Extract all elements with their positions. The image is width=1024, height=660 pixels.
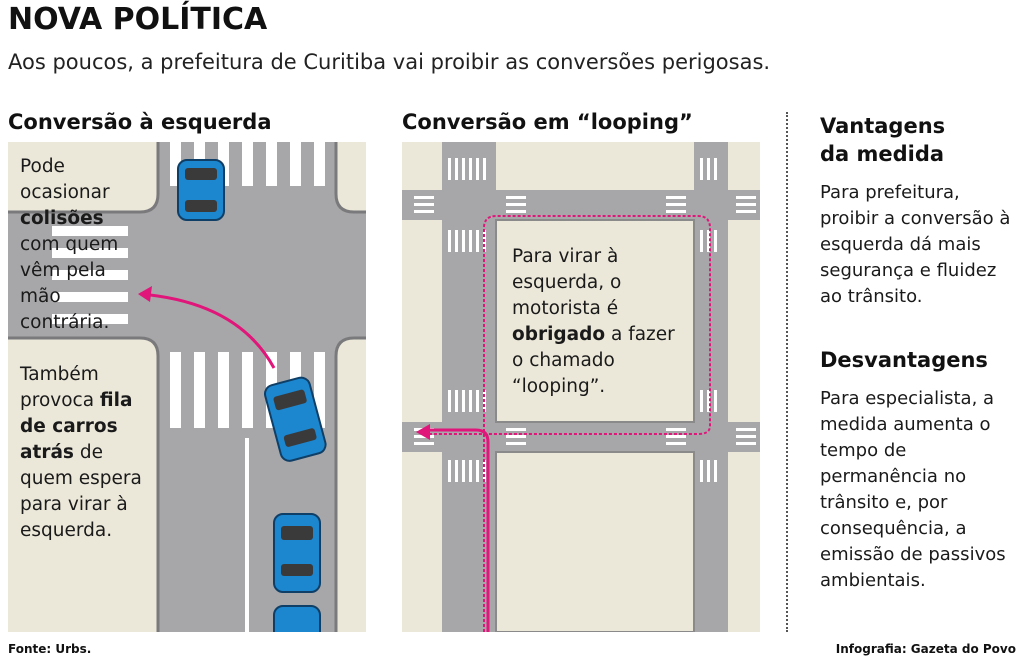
lower-block	[495, 451, 695, 632]
advantages-title-line2: da medida	[820, 142, 945, 166]
looping-panel-title: Conversão em “looping”	[402, 110, 693, 134]
road-horizontal-top	[402, 190, 760, 220]
disadvantages-title: Desvantagens	[820, 346, 1020, 374]
car-icon	[273, 605, 321, 632]
page-title: NOVA POLÍTICA	[8, 2, 268, 37]
credit-note: Infografia: Gazeta do Povo	[835, 642, 1016, 656]
lane-divider	[245, 438, 249, 632]
inner-block	[495, 219, 695, 423]
crosswalk-left	[52, 226, 128, 324]
disadvantages-text: Para especialista, a medida aumenta o te…	[820, 386, 1022, 594]
car-icon	[177, 159, 225, 221]
source-note: Fonte: Urbs.	[8, 642, 92, 656]
looping-arrowhead	[416, 424, 430, 440]
advantages-paragraph: Para prefeitura, proibir a conversão à e…	[820, 182, 1011, 307]
column-divider	[786, 112, 788, 632]
collision-note: Pode ocasionar colisões com quem vêm pel…	[20, 156, 124, 333]
road-vertical-right	[694, 142, 728, 632]
road-surface	[8, 142, 366, 632]
car-icon	[273, 513, 321, 593]
left-turn-arrowhead	[138, 286, 152, 302]
curb-top-right	[334, 142, 366, 214]
curb-bottom-right	[334, 336, 366, 632]
car-icon	[264, 376, 327, 462]
disadvantages-heading: Desvantagens	[820, 348, 988, 372]
disadvantages-paragraph: Para especialista, a medida aumenta o te…	[820, 388, 1006, 591]
left-turn-arrow	[139, 292, 276, 369]
curb-top-left	[8, 142, 160, 214]
curb-bottom-left	[8, 336, 160, 632]
looping-note: Para virar à esquerda, o motorista é obr…	[512, 246, 681, 397]
page-subtitle: Aos poucos, a prefeitura de Curitiba vai…	[8, 50, 771, 74]
looping-grid-diagram: Para virar à esquerda, o motorista é obr…	[402, 142, 760, 632]
advantages-text: Para prefeitura, proibir a conversão à e…	[820, 180, 1022, 310]
advantages-title: Vantagens da medida	[820, 112, 1020, 168]
left-turn-intersection-diagram: Pode ocasionar colisões com quem vêm pel…	[8, 142, 366, 632]
left-turn-panel-title: Conversão à esquerda	[8, 110, 272, 134]
road-horizontal-bottom	[402, 422, 760, 452]
queue-note: Também provoca fila de carros atrás de q…	[19, 364, 148, 541]
looping-route-dotted	[422, 215, 711, 632]
looping-route-solid	[424, 428, 490, 632]
advantages-title-line1: Vantagens	[820, 114, 946, 138]
